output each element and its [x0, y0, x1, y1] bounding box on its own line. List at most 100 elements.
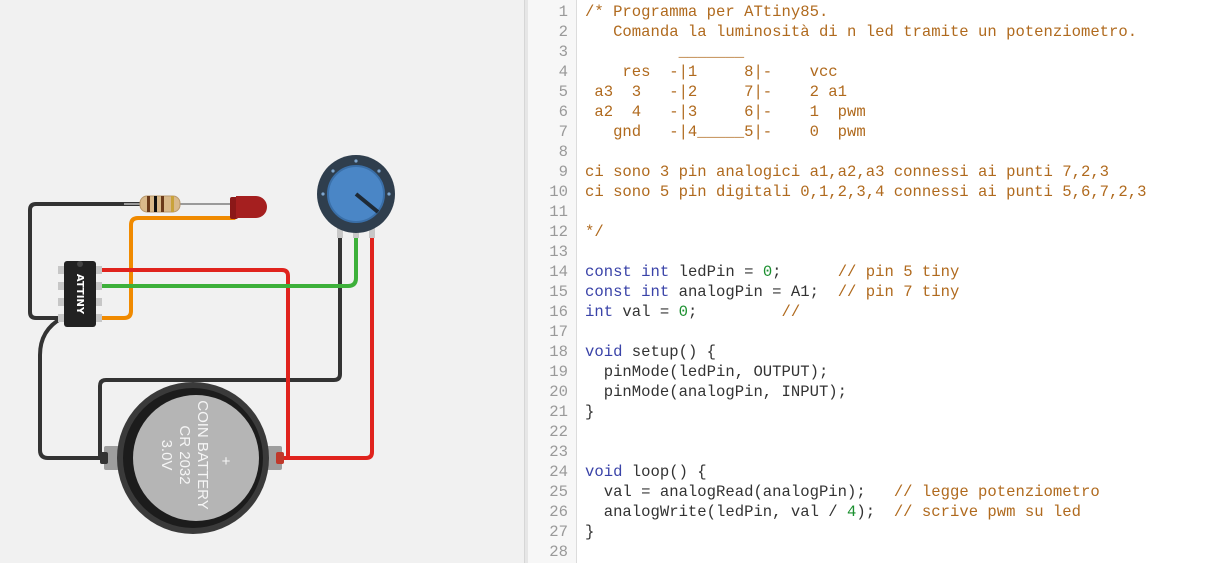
code-line[interactable]: 26 analogWrite(ledPin, val / 4); // scri… [528, 502, 1226, 522]
code-line[interactable]: 8 [528, 142, 1226, 162]
resistor[interactable] [124, 195, 190, 213]
line-code[interactable]: gnd -|4_____5|- 0 pwm [568, 122, 866, 142]
battery-label-line3: 3.0V [158, 440, 175, 471]
code-line[interactable]: 7 gnd -|4_____5|- 0 pwm [528, 122, 1226, 142]
code-token-comment: // pin 7 tiny [837, 283, 960, 301]
code-token-text: ); [856, 503, 894, 521]
line-code[interactable]: /* Programma per ATtiny85. [568, 2, 828, 22]
line-code[interactable]: void loop() { [568, 462, 707, 482]
line-number: 21 [549, 403, 568, 421]
code-line[interactable]: 17 [528, 322, 1226, 342]
line-code[interactable]: const int analogPin = A1; // pin 7 tiny [568, 282, 959, 302]
line-code[interactable]: } [568, 522, 594, 542]
code-line[interactable]: 2 Comanda la luminosità di n led tramite… [528, 22, 1226, 42]
code-token-text: ; [772, 263, 838, 281]
line-number: 9 [558, 163, 568, 181]
coin-battery[interactable]: COIN BATTERY CR 2032 3.0V + [100, 382, 284, 534]
code-line[interactable]: 20 pinMode(analogPin, INPUT); [528, 382, 1226, 402]
code-line[interactable]: 5 a3 3 -|2 7|- 2 a1 [528, 82, 1226, 102]
code-token-keyword: const [585, 263, 632, 281]
code-line[interactable]: 25 val = analogRead(analogPin); // legge… [528, 482, 1226, 502]
battery-label-line2: CR 2032 [176, 425, 193, 484]
line-number: 28 [549, 543, 568, 561]
code-line[interactable]: 22 [528, 422, 1226, 442]
line-code[interactable]: int val = 0; // [568, 302, 800, 322]
line-code[interactable]: a2 4 -|3 6|- 1 pwm [568, 102, 865, 122]
code-line[interactable]: 13 [528, 242, 1226, 262]
code-token-text: } [585, 403, 595, 421]
line-code[interactable]: analogWrite(ledPin, val / 4); // scrive … [568, 502, 1081, 522]
wire-red-vcc[interactable] [96, 268, 290, 458]
code-token-number: 0 [678, 303, 688, 321]
line-code[interactable]: } [568, 402, 594, 422]
wire-red-pot[interactable] [270, 228, 374, 460]
circuit-schematic[interactable]: ATTINY COIN BATTERY CR 2032 3.0V + [0, 0, 524, 563]
line-code[interactable]: const int ledPin = 0; // pin 5 tiny [568, 262, 959, 282]
line-code[interactable]: res -|1 8|- vcc [568, 62, 837, 82]
code-token-keyword: void [585, 343, 623, 361]
code-token-text: pinMode(analogPin, INPUT); [585, 383, 848, 401]
code-token-comment: Comanda la luminosità di n led tramite u… [585, 23, 1138, 41]
code-token-comment: _______ [585, 43, 745, 61]
line-code[interactable]: ci sono 3 pin analogici a1,a2,a3 conness… [568, 162, 1109, 182]
led[interactable] [190, 196, 267, 219]
line-code[interactable]: pinMode(analogPin, INPUT); [568, 382, 847, 402]
circuit-canvas[interactable]: ATTINY COIN BATTERY CR 2032 3.0V + [0, 0, 524, 563]
code-line[interactable]: 6 a2 4 -|3 6|- 1 pwm [528, 102, 1226, 122]
code-token-text: } [585, 523, 595, 541]
code-token-text: loop() { [622, 463, 707, 481]
wire-black-battery-neg[interactable] [38, 316, 108, 460]
line-number: 23 [549, 443, 568, 461]
code-line[interactable]: 23 [528, 442, 1226, 462]
attiny-chip[interactable]: ATTINY [58, 261, 102, 327]
code-token-comment: // legge potenziometro [893, 483, 1100, 501]
code-token-keyword: int [641, 263, 670, 281]
line-code[interactable]: a3 3 -|2 7|- 2 a1 [568, 82, 847, 102]
code-token-keyword: void [585, 463, 623, 481]
line-code[interactable]: void setup() { [568, 342, 716, 362]
code-token-number: 0 [762, 263, 773, 281]
line-number: 8 [558, 143, 568, 161]
line-number: 17 [549, 323, 568, 341]
panel-divider[interactable] [524, 0, 528, 563]
line-number: 7 [558, 123, 568, 141]
line-code[interactable]: _______ [568, 42, 745, 62]
wire-green-signal[interactable] [96, 228, 358, 288]
code-token-comment: /* Programma per ATtiny85. [585, 3, 829, 21]
code-token-comment: // pin 5 tiny [837, 263, 960, 281]
code-line[interactable]: 11 [528, 202, 1226, 222]
code-token-text: val = [613, 303, 679, 321]
line-number: 2 [558, 23, 568, 41]
line-code[interactable]: ci sono 5 pin digitali 0,1,2,3,4 conness… [568, 182, 1146, 202]
wire-black-pot[interactable] [98, 228, 342, 458]
code-line[interactable]: 4 res -|1 8|- vcc [528, 62, 1226, 82]
code-line[interactable]: 27} [528, 522, 1226, 542]
battery-label-line1: COIN BATTERY [194, 400, 211, 509]
code-token-text: analogPin = A1; [669, 283, 838, 301]
code-line[interactable]: 21} [528, 402, 1226, 422]
code-token-comment: ci sono 3 pin analogici a1,a2,a3 conness… [585, 163, 1110, 181]
code-line[interactable]: 12*/ [528, 222, 1226, 242]
line-number: 12 [549, 223, 568, 241]
code-line[interactable]: 28 [528, 542, 1226, 562]
potentiometer[interactable] [317, 155, 395, 238]
code-editor[interactable]: 1/* Programma per ATtiny85.2 Comanda la … [528, 0, 1226, 563]
code-line[interactable]: 3 _______ [528, 42, 1226, 62]
line-code[interactable]: */ [568, 222, 604, 242]
line-code[interactable]: val = analogRead(analogPin); // legge po… [568, 482, 1100, 502]
code-lines[interactable]: 1/* Programma per ATtiny85.2 Comanda la … [528, 2, 1226, 562]
code-line[interactable]: 1/* Programma per ATtiny85. [528, 2, 1226, 22]
line-code[interactable]: Comanda la luminosità di n led tramite u… [568, 22, 1137, 42]
line-number: 11 [549, 203, 568, 221]
code-line[interactable]: 9 ci sono 3 pin analogici a1,a2,a3 connes… [528, 162, 1226, 182]
wire-black-resistor[interactable] [28, 202, 140, 320]
wire-orange-led[interactable] [96, 210, 240, 320]
line-code[interactable]: pinMode(ledPin, OUTPUT); [568, 362, 829, 382]
code-line[interactable]: 19 pinMode(ledPin, OUTPUT); [528, 362, 1226, 382]
